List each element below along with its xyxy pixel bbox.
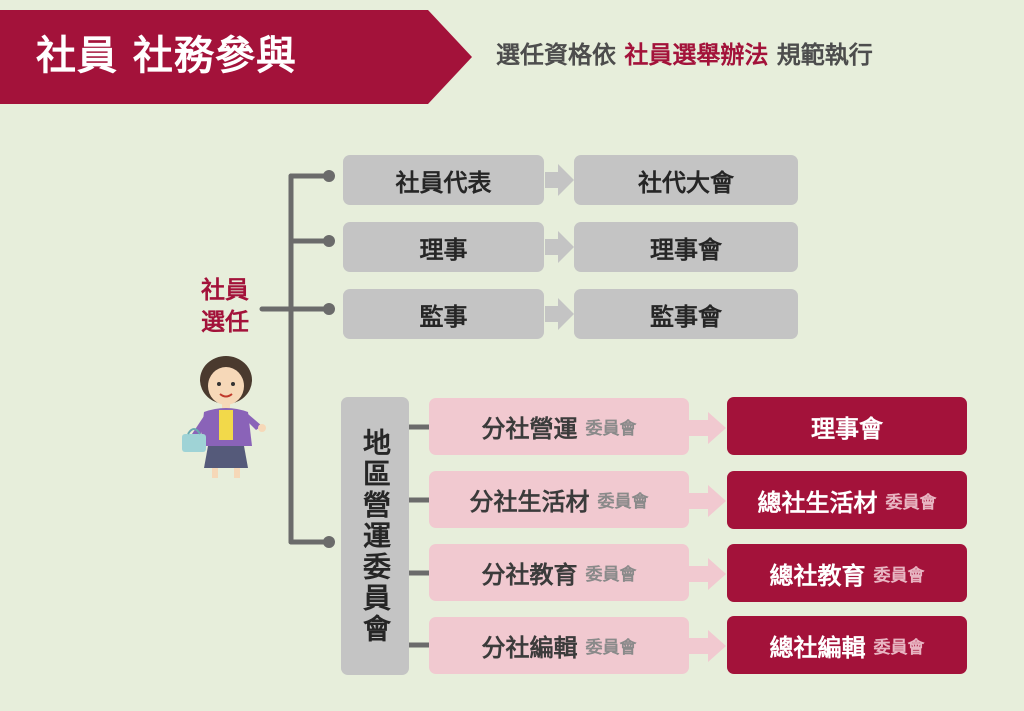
node-label: 總社編輯	[769, 633, 866, 662]
node-hq-education-committee: 總社教育委員會	[727, 544, 967, 602]
node-suffix: 委員會	[873, 565, 925, 586]
arrow-right-icon	[689, 630, 726, 662]
node-member-representative: 社員代表	[343, 155, 544, 205]
node-label: 分社教育	[481, 561, 578, 589]
connector-dot	[323, 170, 335, 182]
node-label: 分社編輯	[481, 634, 578, 662]
node-suffix: 委員會	[585, 419, 637, 439]
node-representative-assembly: 社代大會	[574, 155, 798, 205]
node-label: 總社生活材	[757, 488, 878, 517]
node-label: 總社教育	[769, 561, 866, 590]
subtitle-highlight: 社員選舉辦法	[624, 41, 769, 69]
node-branch-goods-committee: 分社生活材委員會	[429, 471, 689, 528]
node-label: 分社生活材	[469, 488, 590, 516]
node-board-of-directors-target: 理事會	[727, 397, 967, 455]
node-suffix: 委員會	[885, 492, 937, 513]
root-label-line1: 社員	[201, 276, 249, 304]
arrow-right-icon	[545, 231, 574, 263]
connector-dot	[323, 303, 335, 315]
root-label-line2: 選任	[201, 308, 249, 336]
node-suffix: 委員會	[585, 638, 637, 658]
subtitle-prefix: 選任資格依	[496, 41, 616, 69]
node-hq-goods-committee: 總社生活材委員會	[727, 471, 967, 529]
arrow-right-icon	[689, 485, 726, 517]
woman-figure-icon	[182, 356, 266, 478]
node-supervisor: 監事	[343, 289, 544, 339]
regional-committee-label: 地區營運委員會	[359, 427, 392, 645]
arrow-right-icon	[689, 412, 726, 444]
connector-dot	[323, 235, 335, 247]
node-branch-education-committee: 分社教育委員會	[429, 544, 689, 601]
node-suffix: 委員會	[597, 492, 649, 512]
subtitle: 選任資格依 社員選舉辦法 規範執行	[496, 38, 873, 72]
node-hq-editorial-committee: 總社編輯委員會	[727, 616, 967, 674]
node-regional-committee: 地區營運委員會	[341, 397, 409, 675]
arrow-right-icon	[689, 558, 726, 590]
node-branch-editorial-committee: 分社編輯委員會	[429, 617, 689, 674]
node-branch-operations-committee: 分社營運委員會	[429, 398, 689, 455]
node-label: 理事會	[811, 414, 883, 443]
connector-dot	[323, 536, 335, 548]
title-banner	[0, 10, 472, 104]
arrow-right-icon	[545, 298, 574, 330]
subtitle-suffix: 規範執行	[776, 41, 873, 69]
node-suffix: 委員會	[873, 637, 925, 658]
node-board-of-supervisors: 監事會	[574, 289, 798, 339]
node-board-of-directors: 理事會	[574, 222, 798, 272]
node-label: 分社營運	[481, 415, 578, 443]
node-director: 理事	[343, 222, 544, 272]
node-suffix: 委員會	[585, 565, 637, 585]
arrow-right-icon	[545, 164, 574, 196]
root-label: 社員 選任	[190, 274, 260, 338]
page-title: 社員 社務參與	[36, 33, 297, 79]
